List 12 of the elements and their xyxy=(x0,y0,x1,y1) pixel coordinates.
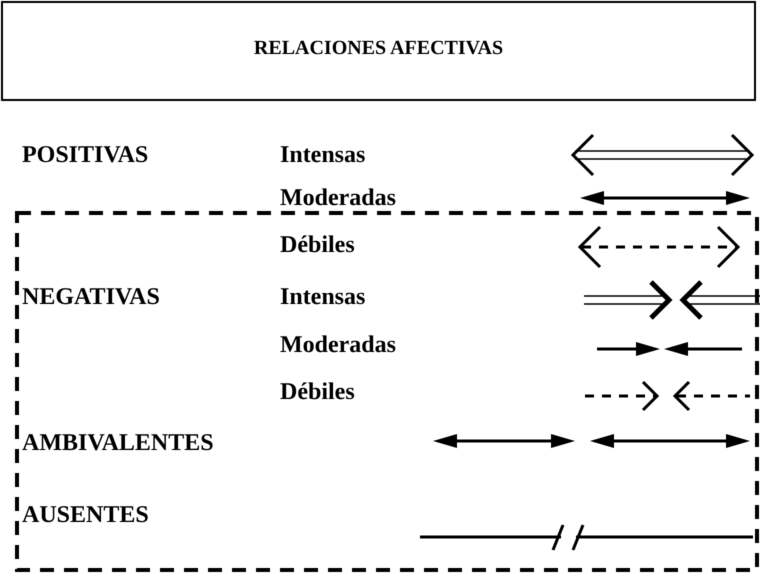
category-label: NEGATIVAS xyxy=(22,283,160,311)
legend-label: AUSENTES xyxy=(22,501,149,529)
legend-label: AMBIVALENTES xyxy=(22,429,214,457)
title-text: RELACIONES AFECTIVAS xyxy=(252,37,504,60)
title-box xyxy=(1,1,756,101)
legend-label: Moderadas xyxy=(280,331,396,359)
legend-label: Moderadas xyxy=(280,184,396,212)
legend-label: Intensas xyxy=(280,283,366,311)
legend-label: Intensas xyxy=(280,141,366,169)
category-label: POSITIVAS xyxy=(22,141,148,169)
legend-label: Débiles xyxy=(280,378,355,406)
legend-label: Débiles xyxy=(280,231,355,259)
